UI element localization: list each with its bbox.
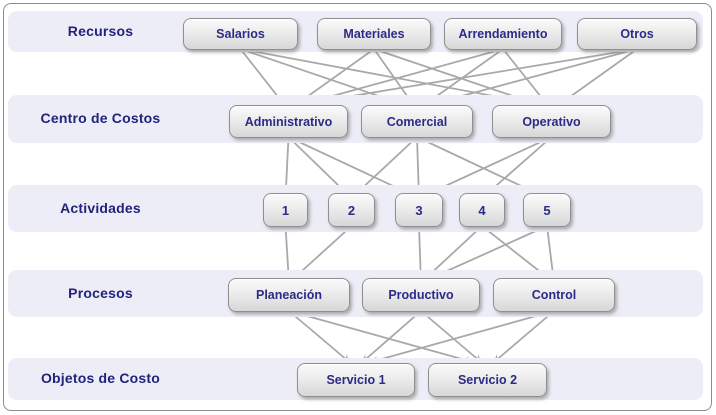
node-a4: 4 [459,193,505,227]
edge-productivo-to-servicio1 [361,310,422,363]
node-control: Control [493,278,615,312]
row-label-objetos-de-costo: Objetos de Costo [40,370,161,386]
node-arrendamiento: Arrendamiento [444,18,562,50]
edge-planeacion-to-servicio2 [288,310,474,364]
edge-comercial-to-a5 [416,136,535,193]
row-label-procesos: Procesos [68,284,133,301]
node-a5: 5 [523,193,571,227]
node-administrativo: Administrativo [229,105,348,138]
edge-administrativo-to-a2 [287,136,346,193]
node-salarios: Salarios [183,18,298,50]
edge-productivo-to-servicio2 [420,310,482,363]
node-productivo: Productivo [362,278,480,312]
edge-administrativo-to-a3 [288,136,407,193]
edge-planeacion-to-servicio1 [288,310,351,363]
edge-administrativo-to-a1 [282,136,291,193]
node-servicio2: Servicio 2 [428,363,547,397]
node-comercial: Comercial [361,105,473,138]
edge-control-to-servicio1 [370,310,555,364]
node-operativo: Operativo [492,105,611,138]
edge-control-to-servicio2 [493,310,555,363]
node-a2: 2 [328,193,375,227]
node-servicio1: Servicio 1 [297,363,415,397]
row-label-centro-de-costos: Centro de Costos [40,110,161,126]
node-otros: Otros [577,18,697,50]
edge-comercial-to-a3 [414,136,423,193]
edge-operativo-to-a4 [488,136,553,193]
node-a1: 1 [263,193,308,227]
node-materiales: Materiales [317,18,431,50]
node-planeacion: Planeación [228,278,350,312]
row-label-recursos: Recursos [67,22,134,39]
edge-operativo-to-a3 [431,136,552,193]
node-a3: 3 [395,193,443,227]
row-label-actividades: Actividades [60,199,141,216]
edge-comercial-to-a2 [357,136,418,193]
